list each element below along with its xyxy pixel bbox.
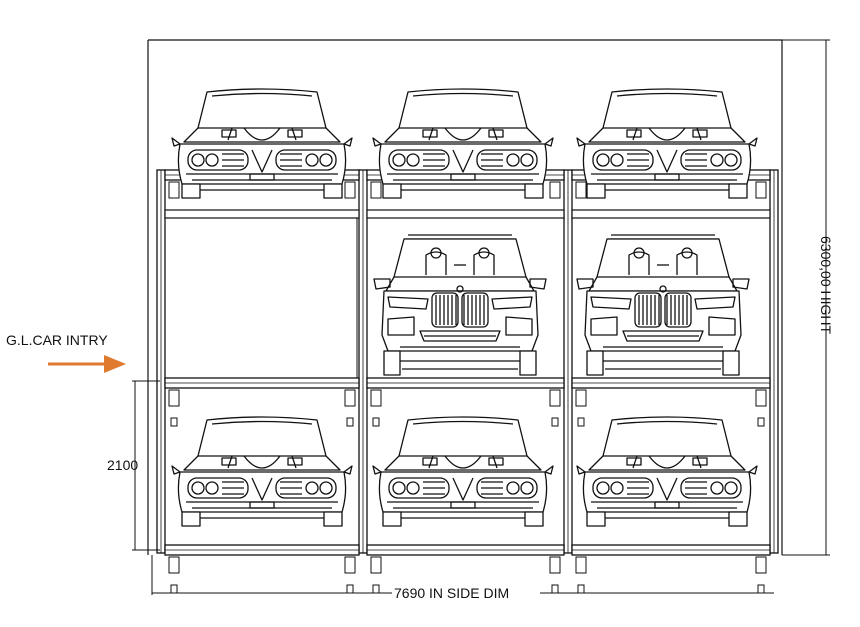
bracket-left-bottom-1: [168, 556, 180, 574]
width-dimension: [151, 555, 774, 595]
height-dimension: [782, 39, 830, 556]
entry-arrow: [48, 355, 126, 373]
suv-car-middle-3: [576, 234, 750, 376]
bolt-right-bottom-3: [757, 584, 765, 594]
steel-structure: [156, 169, 779, 594]
bracket-left-middle-1: [168, 389, 180, 407]
bracket-right-bottom-2: [549, 556, 561, 574]
bolt-right-middle-2: [551, 417, 559, 427]
bracket-right-top-1: [344, 181, 356, 199]
entry-label: G.L.CAR INTRY: [6, 332, 108, 348]
cars-layer: [171, 88, 758, 527]
suv-car-middle-2: [373, 234, 547, 376]
bracket-left-middle-2: [370, 389, 382, 407]
level-height-label: 2100: [107, 457, 138, 473]
bolt-left-middle-2: [372, 417, 380, 427]
bolt-right-middle-1: [346, 417, 354, 427]
bolt-left-middle-1: [170, 417, 178, 427]
empty-bay-frame: [164, 217, 358, 379]
sedan-car-top-3: [576, 88, 758, 199]
bracket-right-top-2: [549, 181, 561, 199]
bracket-left-bottom-3: [575, 556, 587, 574]
sedan-car-bottom-2: [372, 416, 554, 527]
width-dimension-label: 7690 IN SIDE DIM: [394, 585, 509, 601]
bracket-right-middle-3: [755, 389, 767, 407]
bolt-left-bottom-2: [372, 584, 380, 594]
bracket-left-top-1: [168, 181, 180, 199]
bracket-right-middle-1: [344, 389, 356, 407]
top-pallet-3: [571, 209, 771, 219]
height-dimension-label: 6300,00 HIGHT: [818, 236, 834, 334]
bolt-right-bottom-1: [346, 584, 354, 594]
bracket-left-bottom-2: [370, 556, 382, 574]
bracket-right-middle-2: [549, 389, 561, 407]
bracket-right-top-3: [755, 181, 767, 199]
top-pallet-1: [164, 209, 360, 219]
bolt-left-bottom-1: [170, 584, 178, 594]
bracket-right-bottom-1: [344, 556, 356, 574]
bolt-right-bottom-2: [551, 584, 559, 594]
bolt-right-middle-3: [757, 417, 765, 427]
bolt-left-bottom-3: [577, 584, 585, 594]
top-pallet-2: [366, 209, 565, 219]
sedan-car-bottom-3: [576, 416, 758, 527]
bracket-left-top-2: [370, 181, 382, 199]
bracket-left-middle-3: [575, 389, 587, 407]
sedan-car-top-2: [372, 88, 554, 199]
bolt-left-middle-3: [577, 417, 585, 427]
bracket-left-top-3: [575, 181, 587, 199]
sedan-car-top-1: [171, 88, 353, 199]
level-height-dimension: [132, 380, 160, 551]
bracket-right-bottom-3: [755, 556, 767, 574]
sedan-car-bottom-1: [171, 416, 353, 527]
